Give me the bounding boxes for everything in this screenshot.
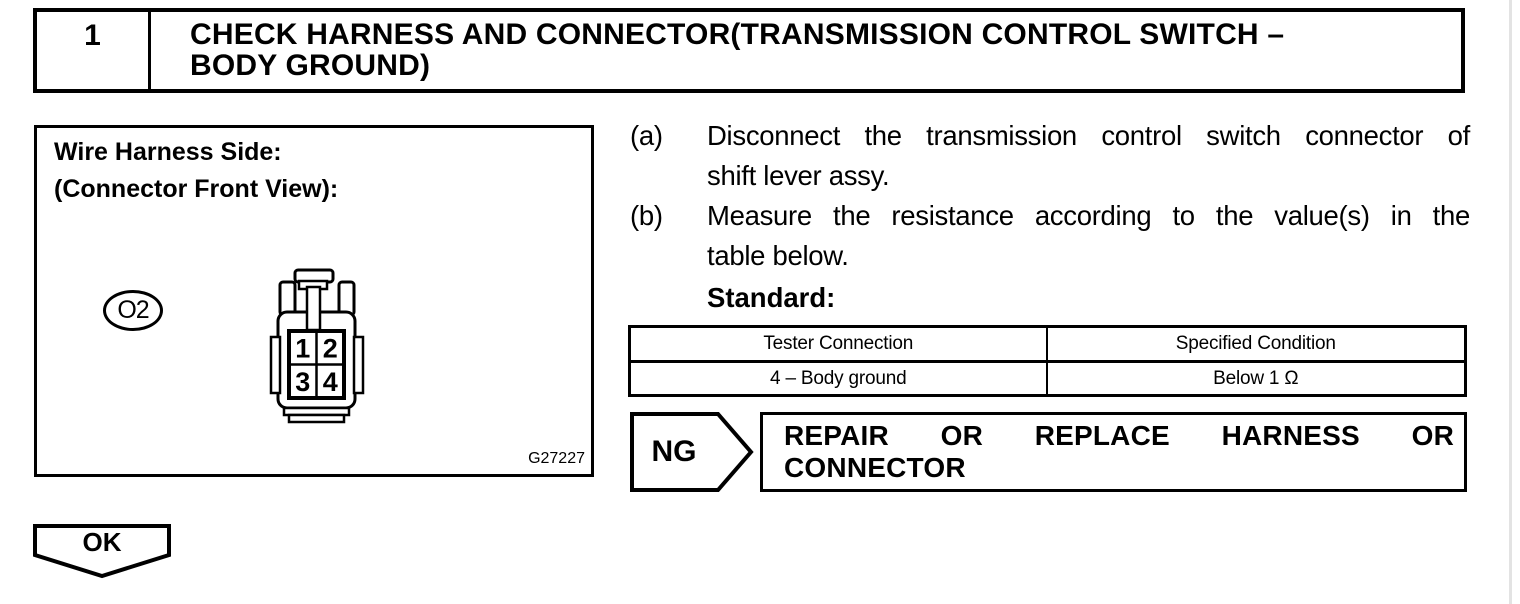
step-b-line-1: Measure the resistance according to the … (707, 200, 1470, 231)
ng-action-box: REPAIR OR REPLACE HARNESS OR CONNECTOR (760, 412, 1467, 492)
step-a-marker: (a) (630, 120, 663, 151)
pin-3-label: 3 (295, 367, 310, 397)
ng-label: NG (651, 435, 697, 468)
step-b-line-2: table below. (707, 240, 849, 271)
connector-right-prong (337, 280, 356, 317)
step-b: (b) Measure the resistance according to … (630, 196, 1470, 276)
specified-condition-value: Below 1 Ω (1213, 367, 1299, 389)
spec-table-header-specified-condition: Specified Condition (1175, 333, 1336, 354)
step-a-line-1: Disconnect the transmission control swit… (707, 120, 1470, 151)
standard-label: Standard: (707, 282, 836, 313)
step-a-line-2: shift lever assy. (707, 160, 890, 191)
ng-action-line-2: CONNECTOR (784, 451, 966, 483)
spec-table-header-tester-connection: Tester Connection (631, 328, 1048, 360)
step-number: 1 (84, 19, 101, 52)
figure-caption-line-2: (Connector Front View): (54, 175, 339, 203)
figure-code: G27227 (528, 450, 585, 467)
procedure-title: CHECK HARNESS AND CONNECTOR(TRANSMISSION… (151, 12, 1461, 89)
procedure-header: 1 CHECK HARNESS AND CONNECTOR(TRANSMISSI… (33, 8, 1465, 93)
connector-left-prong (278, 280, 297, 317)
pin-2-label: 2 (323, 334, 338, 364)
pin-4-label: 4 (323, 367, 338, 397)
pin-1-label: 1 (295, 334, 310, 364)
connector-stem (305, 285, 322, 332)
figure-caption-line-1: Wire Harness Side: (54, 138, 282, 166)
figure-caption: Wire Harness Side: (Connector Front View… (54, 134, 338, 208)
connector-left-wing (269, 335, 282, 395)
procedure-title-line-1: CHECK HARNESS AND CONNECTOR(TRANSMISSION… (190, 18, 1285, 51)
instruction-steps: (a) Disconnect the transmission control … (630, 116, 1470, 318)
scan-edge-artifact (1509, 0, 1512, 604)
procedure-title-line-2: BODY GROUND) (190, 49, 431, 82)
connector-diagram: 1 2 3 4 (269, 268, 365, 424)
connector-right-wing (352, 335, 365, 395)
ok-arrow (33, 524, 171, 579)
spec-table-header-row: Tester Connection Specified Condition (631, 328, 1464, 363)
spec-table-data-row: 4 – Body ground Below 1 Ω (631, 363, 1464, 394)
connector-foot (287, 413, 346, 424)
step-a: (a) Disconnect the transmission control … (630, 116, 1470, 196)
tester-connection-value: 4 – Body ground (631, 363, 1048, 394)
step-number-cell: 1 (37, 12, 151, 89)
connector-id-badge: O2 (103, 290, 163, 331)
connector-id: O2 (117, 296, 149, 324)
ng-action-line-1: REPAIR OR REPLACE HARNESS OR (784, 420, 1454, 451)
figure-panel: Wire Harness Side: (Connector Front View… (34, 125, 594, 477)
ng-arrow (630, 412, 754, 492)
ok-label: OK (82, 526, 122, 557)
spec-table: Tester Connection Specified Condition 4 … (628, 325, 1467, 397)
step-b-marker: (b) (630, 200, 663, 231)
